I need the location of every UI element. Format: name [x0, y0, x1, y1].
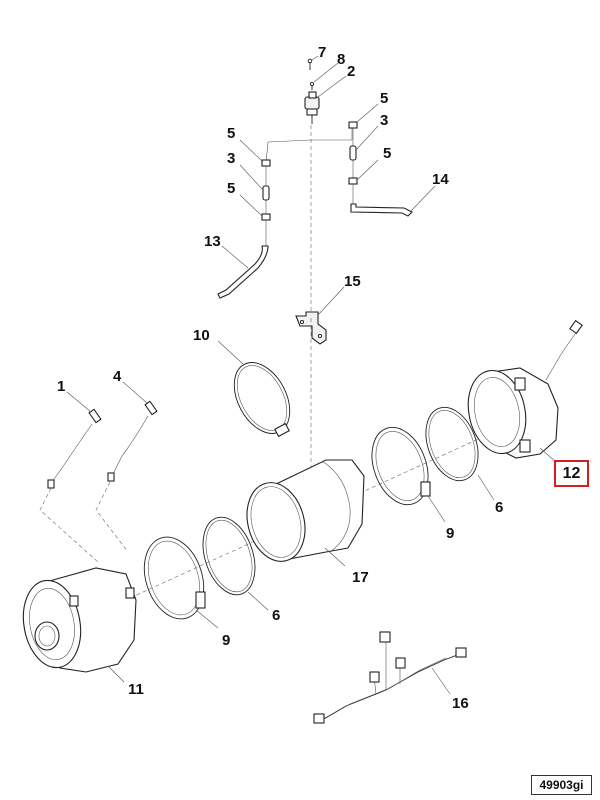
sensor-tree: 7 8 2 5 3 5 5 3 5 14 13: [204, 44, 449, 318]
callout-12-highlight-box: [554, 460, 589, 487]
callout-9: 9: [446, 525, 454, 542]
part-6-gasket-left: 6: [202, 516, 280, 624]
part-6-gasket-right: 6: [425, 406, 503, 516]
callout-7: 7: [318, 44, 326, 61]
left-hose-chain: [217, 159, 271, 299]
callout-17: 17: [352, 569, 369, 586]
callout-4: 4: [113, 368, 122, 385]
callout-10: 10: [193, 327, 210, 344]
callout-3: 3: [380, 112, 388, 129]
callout-5: 5: [227, 125, 235, 142]
reference-code-label: 49903gi: [531, 775, 592, 795]
callout-3: 3: [227, 150, 235, 167]
right-hose-chain: [348, 121, 413, 217]
callout-16: 16: [452, 695, 469, 712]
part-7-bolt: [307, 58, 313, 70]
callout-1: 1: [57, 378, 65, 395]
callout-6: 6: [272, 607, 280, 624]
callout-15: 15: [344, 273, 361, 290]
callout-13: 13: [204, 233, 221, 250]
callout-5: 5: [383, 145, 391, 162]
hose-right-branch: [311, 128, 353, 141]
part-10-clamp: 10: [193, 327, 291, 438]
part-12-end-housing: [467, 319, 583, 463]
part-9-clamp-left: 9: [143, 536, 230, 649]
part-16-wire-harness: 16: [313, 631, 469, 724]
callout-6: 6: [495, 499, 503, 516]
callout-14: 14: [432, 171, 449, 188]
part-11-inlet-housing: 11: [22, 567, 144, 698]
callout-2: 2: [347, 63, 355, 80]
callout-9: 9: [222, 632, 230, 649]
callout-5: 5: [227, 180, 235, 197]
callout-12: 12: [562, 465, 581, 482]
callout-5: 5: [380, 90, 388, 107]
part-1-sensor: 1: [47, 378, 102, 489]
part-2-sensor-module: [304, 91, 320, 124]
part-8-pin: [309, 81, 315, 90]
part-17-filter-element: 17: [246, 459, 369, 586]
part-9-clamp-right: 9: [371, 426, 454, 542]
part-15-bracket: 15: [295, 273, 361, 345]
hose-left-branch: [265, 139, 312, 164]
callout-8: 8: [337, 51, 345, 68]
centerline-axis: [129, 419, 521, 599]
callout-11: 11: [128, 681, 144, 698]
part-4-sensor: 4: [107, 368, 158, 482]
